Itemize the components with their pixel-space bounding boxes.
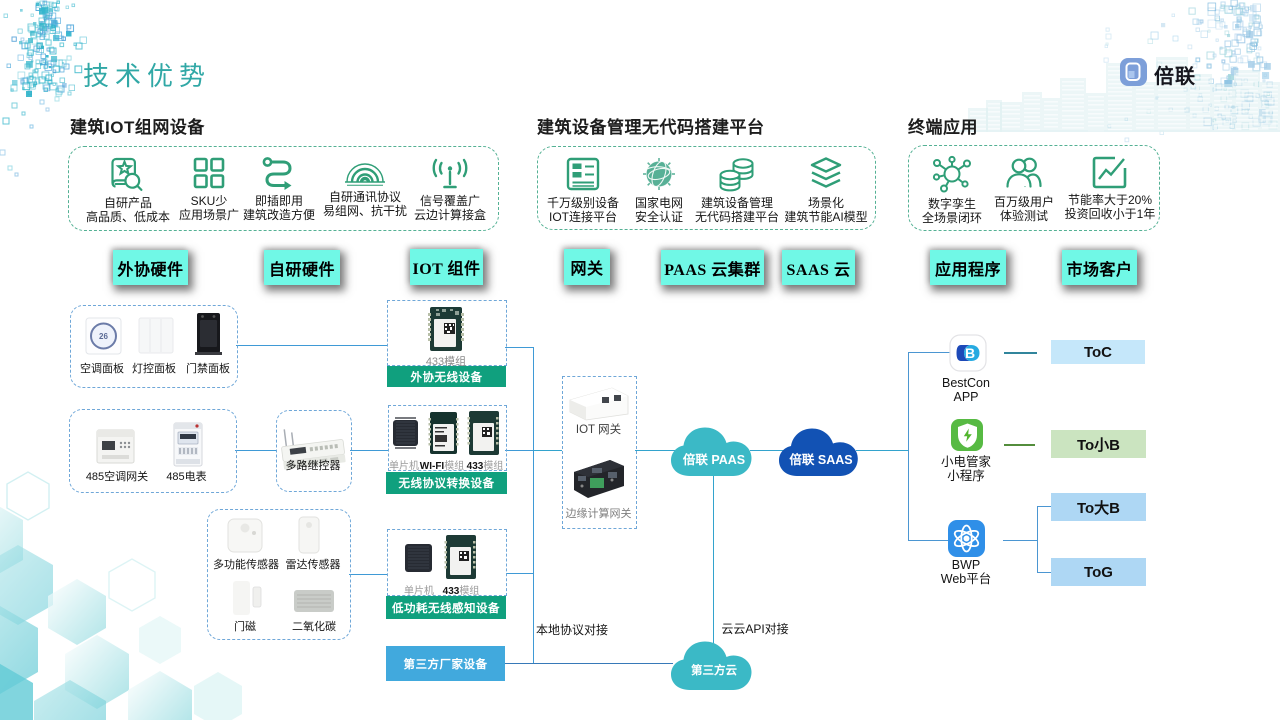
svg-text:B: B — [965, 345, 975, 361]
svg-text:26: 26 — [99, 332, 108, 341]
